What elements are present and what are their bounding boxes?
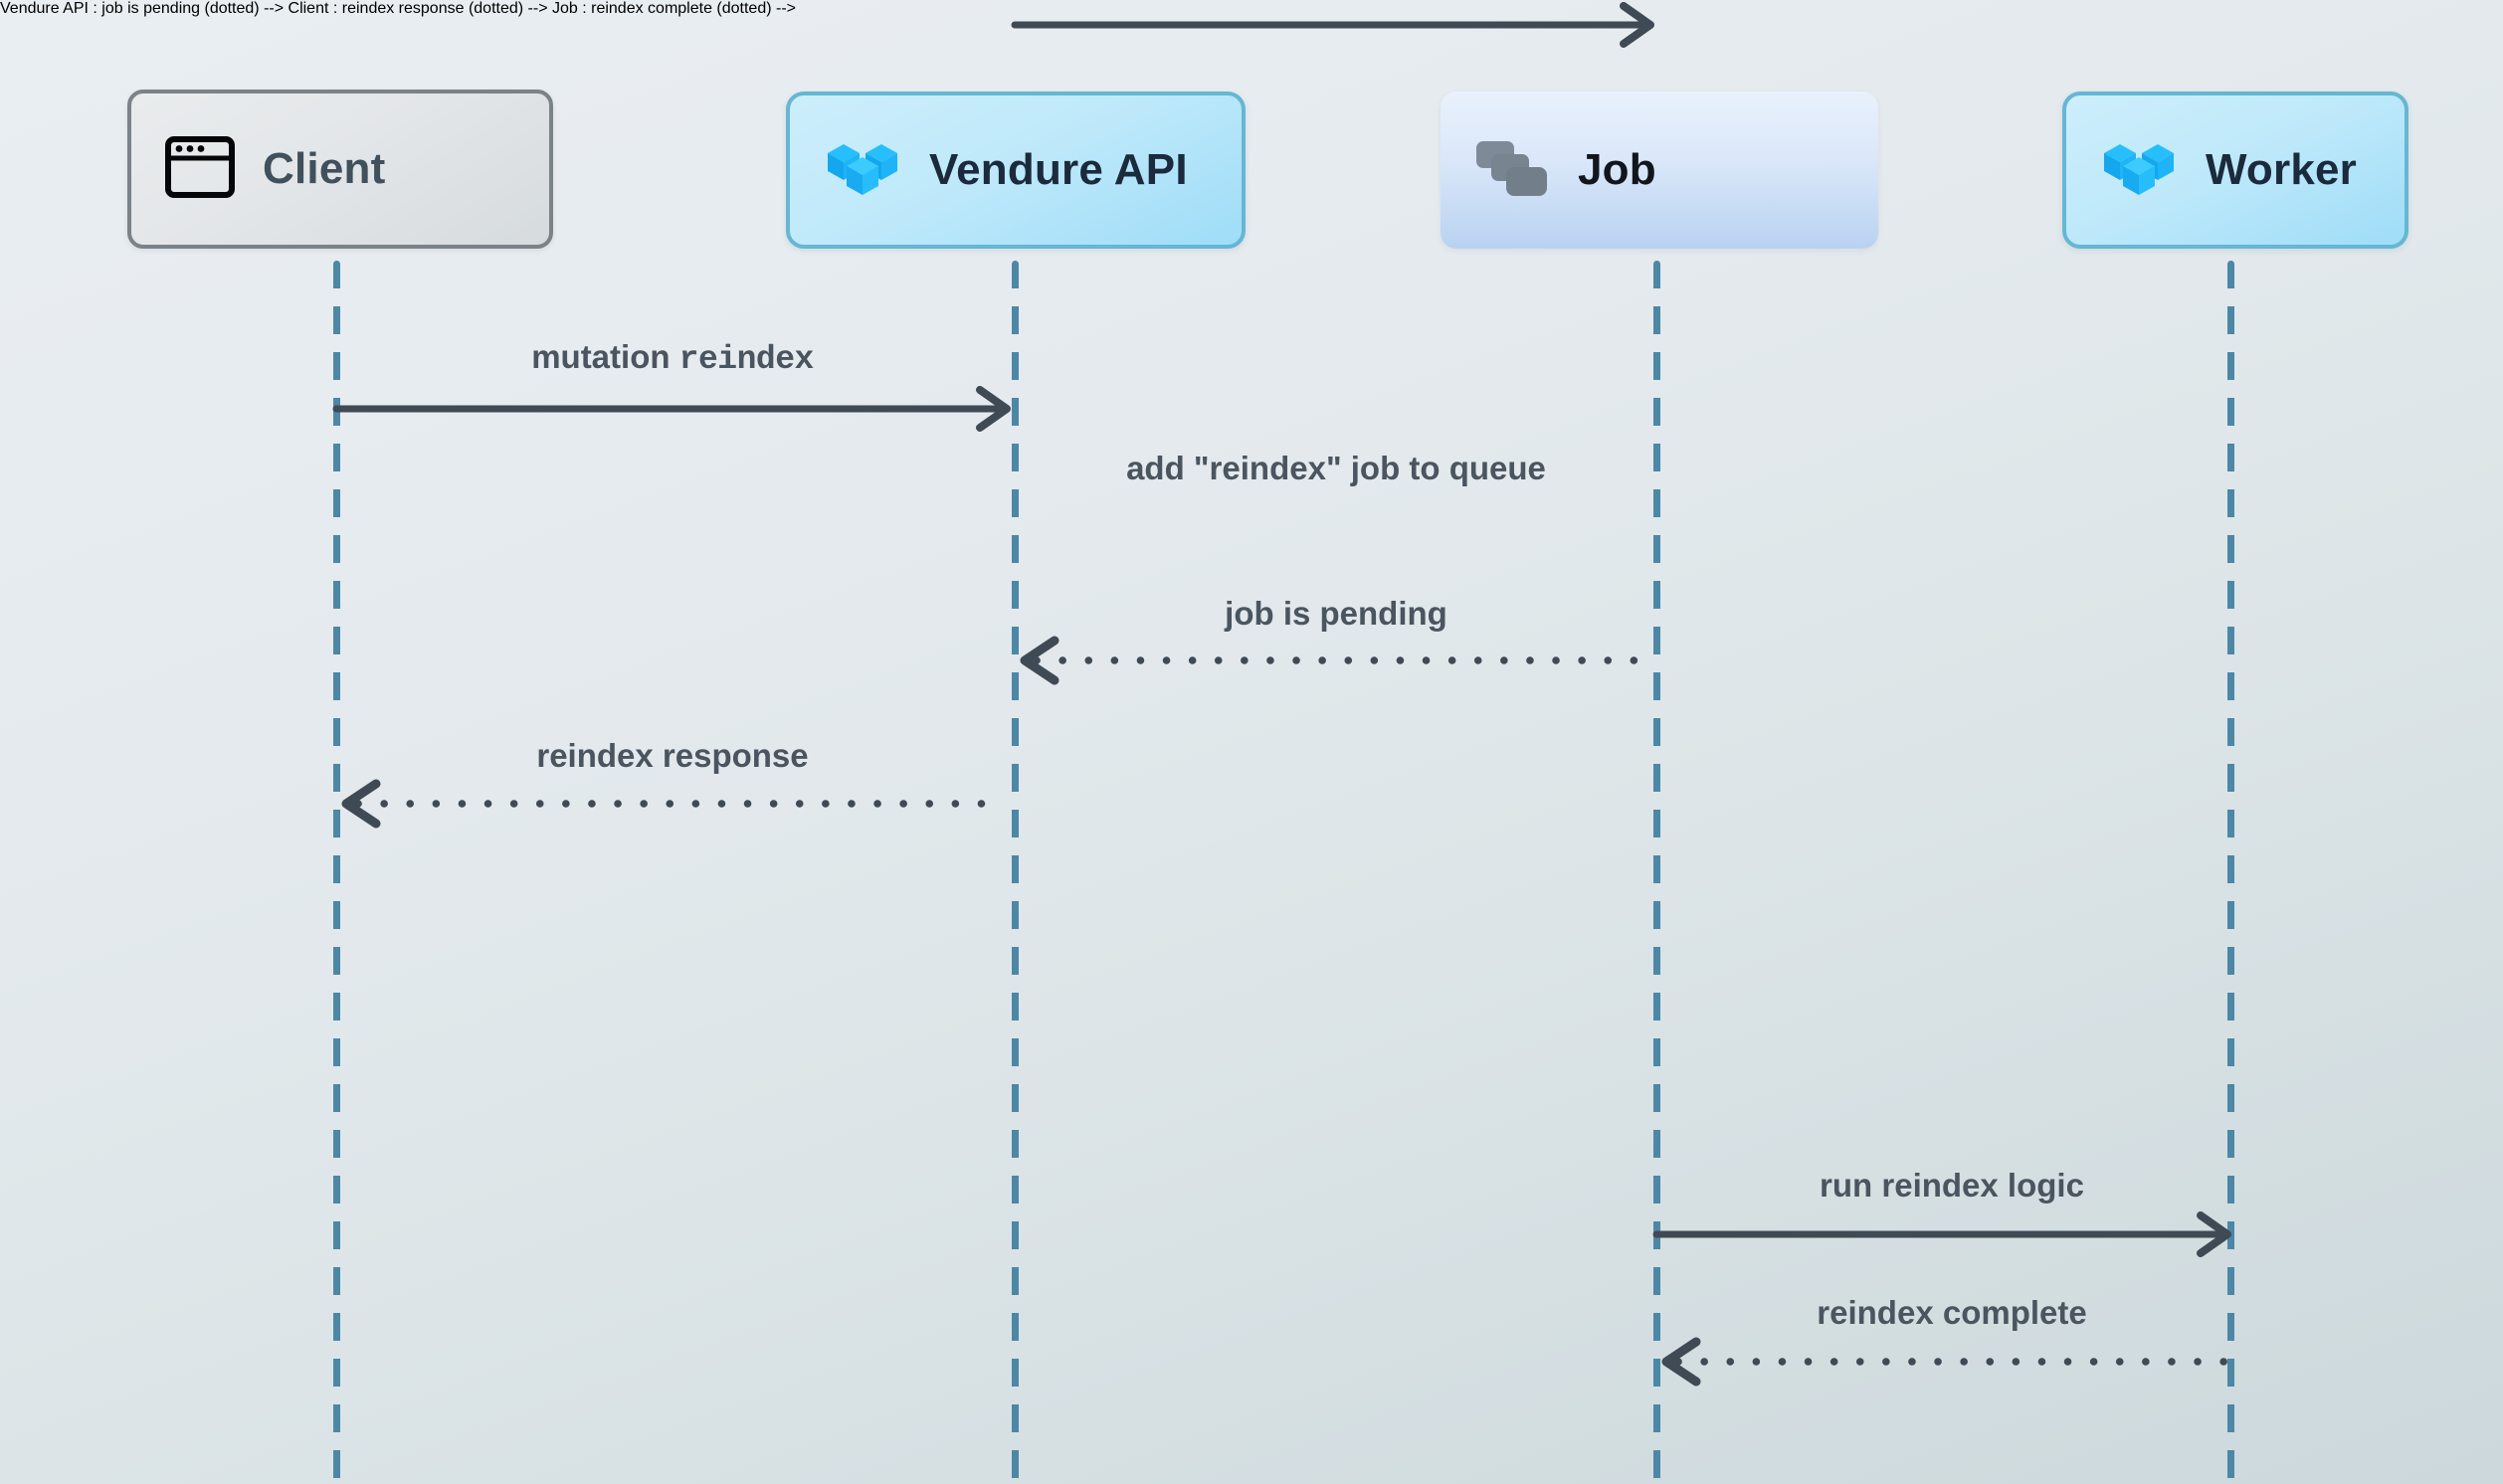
participant-label-client: Client <box>263 144 386 193</box>
message-arrow-4 <box>341 779 1011 829</box>
participant-box-job[interactable]: Job <box>1441 92 1878 249</box>
lifeline-vendure-api <box>1012 261 1019 1484</box>
vendure-cubes-logo-icon <box>2100 135 2178 206</box>
participant-label-vendure-api: Vendure API <box>929 145 1188 194</box>
message-label-1-text-mono: reindex <box>678 341 815 378</box>
lifeline-job <box>1653 261 1660 1484</box>
participant-box-client[interactable]: Client <box>127 90 553 249</box>
stacked-cards-icon <box>1474 137 1550 204</box>
message-label-1-text-sans: mutation <box>531 338 679 375</box>
browser-window-icon <box>165 135 235 203</box>
message-label-4: reindex response <box>536 737 809 774</box>
participant-box-worker[interactable]: Worker <box>2062 92 2408 249</box>
message-label-1: mutation reindex <box>531 338 814 378</box>
message-label-3: job is pending <box>1225 595 1447 632</box>
message-arrow-1 <box>332 386 1011 432</box>
participant-label-worker: Worker <box>2206 145 2357 194</box>
message-label-6: reindex complete <box>1817 1294 2087 1331</box>
participant-box-vendure-api[interactable]: Vendure API <box>786 92 1246 249</box>
lifeline-worker <box>2227 261 2234 1484</box>
message-arrow-5 <box>1652 1211 2231 1257</box>
message-arrow-2 <box>1011 2 1654 48</box>
message-label-2: add "reindex" job to queue <box>1126 450 1546 486</box>
participant-label-job: Job <box>1578 145 1656 194</box>
message-label-5: run reindex logic <box>1820 1167 2084 1204</box>
lifeline-client <box>333 261 340 1484</box>
message-arrow-3 <box>1020 636 1654 685</box>
vendure-cubes-logo-icon <box>824 135 901 206</box>
message-arrow-6 <box>1661 1337 2231 1387</box>
